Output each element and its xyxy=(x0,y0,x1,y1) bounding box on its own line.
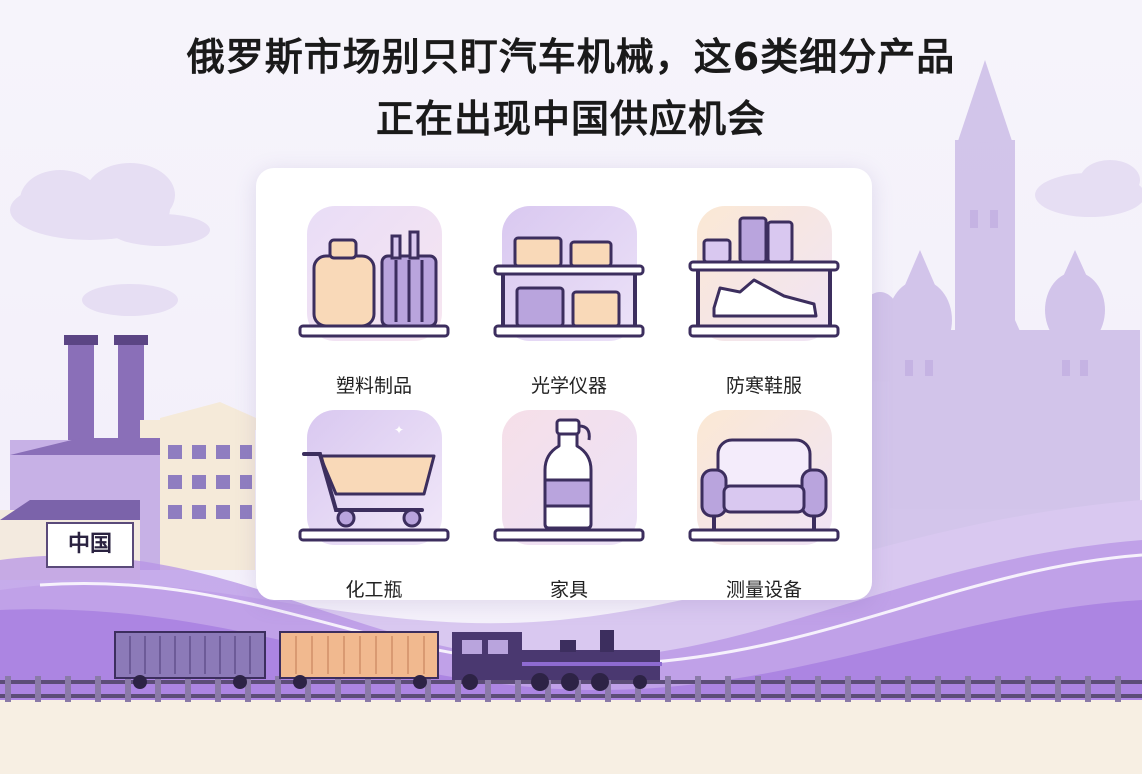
product-card: 塑料制品 光学仪器 防寒鞋服 xyxy=(256,168,872,601)
product-label: 化工瓶 xyxy=(345,579,403,601)
page-subtitle: 正在出现中国供应机会 xyxy=(375,97,766,141)
product-item: 塑料制品 xyxy=(284,196,464,397)
bottle-icon xyxy=(493,418,645,542)
plastic-containers-icon xyxy=(298,230,450,338)
product-label: 光学仪器 xyxy=(530,375,607,397)
cloud-icon xyxy=(10,160,1142,316)
origin-label: 中国 xyxy=(46,522,134,568)
product-item: 防寒鞋服 xyxy=(674,196,854,397)
product-label: 塑料制品 xyxy=(335,375,412,397)
winter-footwear-icon xyxy=(688,216,840,338)
product-item: 家具 xyxy=(479,400,659,601)
product-item: ✦ 化工瓶 xyxy=(284,400,464,601)
armchair-icon xyxy=(688,438,840,542)
product-item: 光学仪器 xyxy=(479,196,659,397)
page-title: 俄罗斯市场别只盯汽车机械，这6类细分产品 xyxy=(186,35,956,79)
product-item: 测量设备 xyxy=(674,400,854,601)
product-label: 测量设备 xyxy=(725,579,802,601)
product-label: 防寒鞋服 xyxy=(725,375,802,397)
train-icon xyxy=(114,630,662,691)
chemical-cart-icon: ✦ xyxy=(298,423,450,542)
svg-text:✦: ✦ xyxy=(394,423,404,437)
optical-instrument-boxes-icon xyxy=(493,236,645,338)
product-label: 家具 xyxy=(549,579,588,601)
